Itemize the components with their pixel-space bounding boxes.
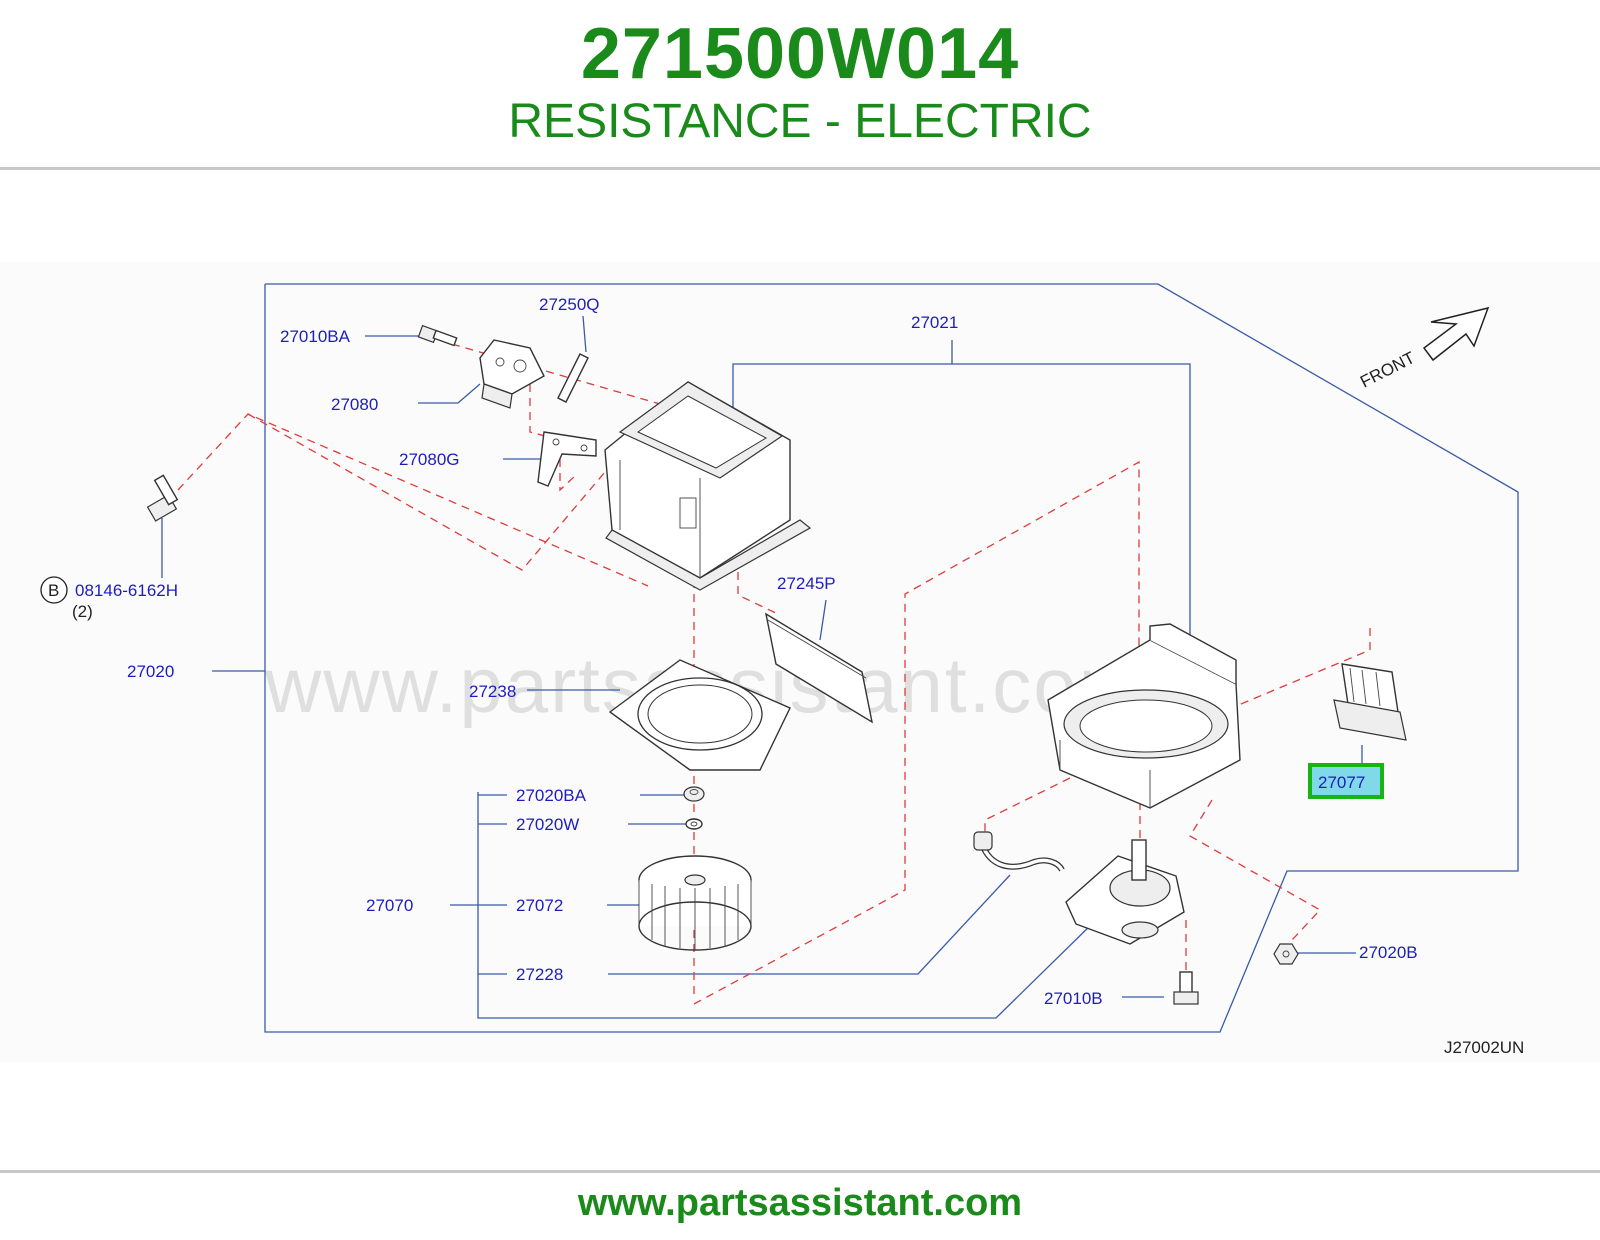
nut-icon <box>683 786 705 802</box>
dash-line-motor <box>984 777 1071 840</box>
highlight-box-27077 <box>1308 763 1384 799</box>
gasket-icon <box>608 659 791 771</box>
lead-27245P <box>819 599 827 641</box>
assembly-boundary <box>264 283 1519 1033</box>
dash-line-bolt2 <box>247 413 606 571</box>
hex-nut-icon <box>1273 943 1299 965</box>
lead-27228-part <box>608 874 1011 975</box>
callout-27070[interactable]: 27070 <box>366 896 413 915</box>
callout-27020[interactable]: 27020 <box>127 662 174 681</box>
resistor-icon <box>1333 663 1407 741</box>
callout-27010BA[interactable]: 27010BA <box>280 327 351 346</box>
drawing-code: J27002UN <box>1444 1038 1524 1057</box>
callout-08146-6162H[interactable]: 08146-6162H <box>75 581 178 600</box>
link-rod-icon <box>557 353 589 403</box>
callout-27072[interactable]: 27072 <box>516 896 563 915</box>
bottom-bolt-icon <box>1173 971 1199 1005</box>
dash-line-nut <box>1189 799 1322 941</box>
callout-27228[interactable]: 27228 <box>516 965 563 984</box>
callout-27080G[interactable]: 27080G <box>399 450 460 469</box>
callout-27245P[interactable]: 27245P <box>777 574 836 593</box>
wire-harness-icon <box>973 831 1065 872</box>
callout-27020B[interactable]: 27020B <box>1359 943 1418 962</box>
mounting-bracket-icon <box>537 431 597 487</box>
air-filter-icon <box>765 612 873 724</box>
callout-27020BA[interactable]: 27020BA <box>516 786 587 805</box>
callout-27020W[interactable]: 27020W <box>516 815 579 834</box>
lead-27080 <box>418 383 481 404</box>
footer-divider <box>0 1170 1600 1173</box>
callout-27010B[interactable]: 27010B <box>1044 989 1103 1008</box>
washer-icon <box>685 818 703 830</box>
callout-27250Q[interactable]: 27250Q <box>539 295 600 314</box>
blower-fan-icon <box>638 855 752 951</box>
front-arrow-icon <box>1422 306 1490 362</box>
lead-27250Q <box>582 315 587 353</box>
screw-icon <box>417 324 458 347</box>
footer-url-link[interactable]: www.partsassistant.com <box>577 1182 1023 1224</box>
part-description: RESISTANCE - ELECTRIC <box>508 95 1092 148</box>
callout-27238[interactable]: 27238 <box>469 682 516 701</box>
intake-housing-icon <box>604 381 812 591</box>
dash-line-filter <box>737 572 781 616</box>
part-number-title: 271500W014 <box>580 14 1020 94</box>
callout-27080[interactable]: 27080 <box>331 395 378 414</box>
bolt-circle-letter: B <box>48 581 59 600</box>
front-label: FRONT <box>1357 348 1418 392</box>
page-header: 271500W014 RESISTANCE - ELECTRIC <box>0 0 1600 168</box>
bolt-circle-b <box>40 576 68 604</box>
callout-27077[interactable]: 27077 <box>1318 773 1365 792</box>
bolt-qty: (2) <box>72 602 93 621</box>
actuator-motor-icon <box>479 339 545 409</box>
blower-motor-icon <box>1065 839 1185 945</box>
header-divider <box>0 167 1600 170</box>
bolt-icon <box>146 474 179 522</box>
blower-case-icon <box>1047 623 1241 809</box>
callout-27021[interactable]: 27021 <box>911 313 958 332</box>
dash-line-resistor <box>1154 628 1371 741</box>
dash-line-long <box>693 460 1140 1005</box>
lead-27021 <box>732 363 1191 640</box>
